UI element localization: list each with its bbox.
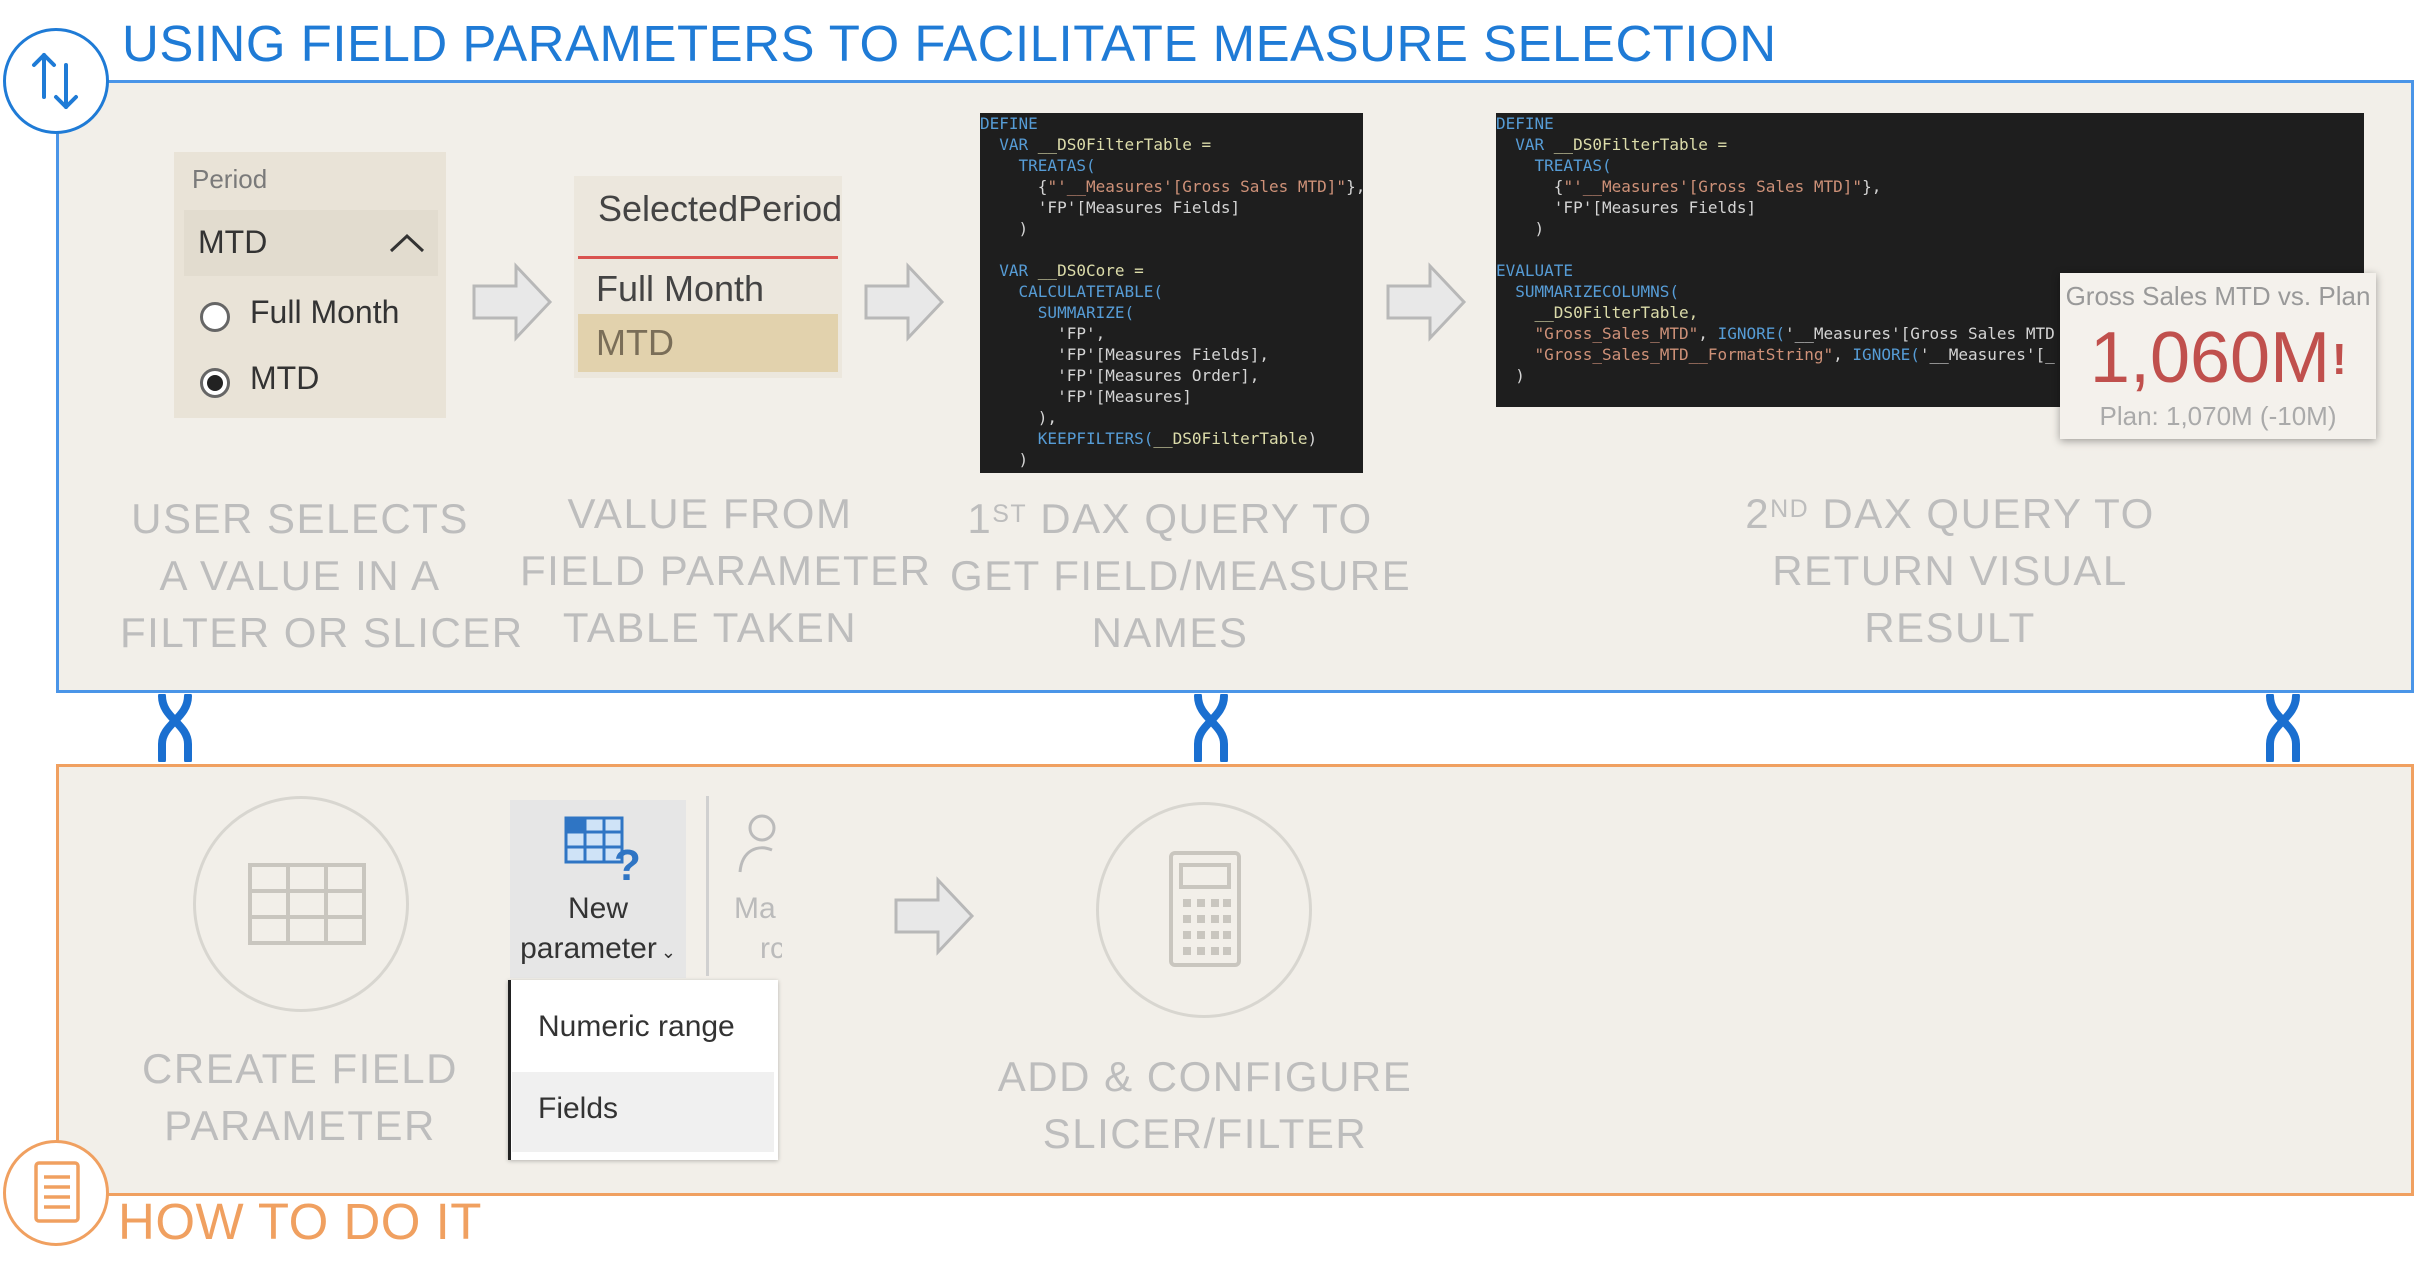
code-line: {"'__Measures'[Gross Sales MTD]"},: [980, 177, 1363, 196]
faded-label-1: Ma: [734, 892, 776, 925]
code-line: ): [1496, 366, 1525, 385]
arrow-right-icon: [894, 876, 975, 956]
header-underline: [578, 256, 838, 259]
code-line: ): [1496, 219, 1545, 238]
table-row: Full Month: [596, 268, 765, 309]
document-list-icon: [3, 1140, 109, 1246]
selected-row-highlight: [578, 314, 838, 372]
field-parameter-table: SelectedPeriod Full Month MTD: [574, 176, 842, 378]
calculator-icon: [1096, 802, 1312, 1018]
code-line: SUMMARIZE(: [980, 303, 1135, 322]
chevron-down-icon[interactable]: ⌄: [660, 942, 676, 962]
code-line: DEFINE: [980, 114, 1038, 133]
slicer-dropdown[interactable]: MTD: [184, 210, 438, 276]
parameter-table-icon: ?: [564, 816, 641, 884]
code-line: ),: [980, 408, 1058, 427]
ribbon-label-new: New: [567, 892, 628, 925]
arrow-right-icon: [1386, 262, 1467, 342]
code-line: ): [980, 450, 1029, 469]
code-line: VAR __DS0Core =: [980, 261, 1144, 280]
faded-ribbon-button[interactable]: Ma rc: [720, 800, 782, 978]
menu-item-fields[interactable]: Fields: [538, 1092, 619, 1125]
radio-mtd[interactable]: [200, 368, 230, 398]
section-title-how-to: HOW TO DO IT: [118, 1193, 482, 1250]
kpi-plan: Plan: 1,070M (-10M): [2099, 401, 2337, 431]
code-line: [1496, 239, 2364, 260]
radio-full-month[interactable]: [200, 302, 230, 332]
code-line: KEEPFILTERS(__DS0FilterTable): [980, 429, 1318, 448]
table-row-selected: MTD: [596, 322, 674, 363]
menu-edge: [508, 980, 511, 1160]
page-title: USING FIELD PARAMETERS TO FACILITATE MEA…: [122, 15, 1777, 72]
slicer-selected-value: MTD: [198, 224, 268, 260]
ribbon-separator: [706, 796, 709, 976]
menu-item-numeric-range[interactable]: Numeric range: [538, 1010, 735, 1043]
code-line: 'FP'[Measures Order],: [980, 366, 1260, 385]
code-line: DEFINE: [1496, 114, 1554, 133]
code-line: {"'__Measures'[Gross Sales MTD]"},: [1496, 177, 1882, 196]
code-line: __DS0FilterTable,: [1496, 303, 1699, 322]
faded-label-2: rc: [760, 932, 782, 965]
code-line: [980, 239, 1363, 260]
kpi-card: Gross Sales MTD vs. Plan 1,060M ! Plan: …: [2060, 273, 2376, 439]
code-line: 'FP',: [980, 324, 1106, 343]
code-line: 'FP'[Measures Fields],: [980, 345, 1269, 364]
arrow-right-icon: [864, 262, 945, 342]
kpi-alert: !: [2332, 335, 2347, 384]
slicer-title: Period: [192, 164, 268, 194]
code-line: VAR __DS0FilterTable =: [1496, 135, 1728, 154]
table-header: SelectedPeriod: [598, 188, 843, 229]
arrow-right-icon: [472, 262, 553, 342]
code-line: CALCULATETABLE(: [980, 282, 1164, 301]
menu-hover-highlight: [512, 1072, 774, 1152]
code-line: EVALUATE: [1496, 261, 1574, 280]
period-slicer[interactable]: Period MTD Full Month MTD: [174, 152, 446, 418]
slicer-option-mtd[interactable]: MTD: [250, 360, 320, 396]
chain-link-icon: [158, 694, 192, 762]
code-line: ): [980, 219, 1029, 238]
chevron-up-icon[interactable]: [388, 232, 426, 254]
person-icon: [738, 814, 776, 873]
code-line: 'FP'[Measures Fields]: [1496, 198, 1757, 217]
kpi-title: Gross Sales MTD vs. Plan: [2065, 281, 2371, 311]
code-line: 'FP'[Measures Fields]: [980, 198, 1241, 217]
kpi-value: 1,060M: [2089, 318, 2331, 398]
ribbon-label-parameter: parameter⌄: [520, 932, 676, 965]
code-line: "Gross_Sales_MTD", IGNORE('__Measures'[G…: [1496, 324, 2055, 343]
code-line: "Gross_Sales_MTD__FormatString", IGNORE(…: [1496, 345, 2055, 364]
chain-link-icon: [2266, 694, 2300, 762]
table-grid-icon: [193, 796, 409, 1012]
code-line: VAR __DS0FilterTable =: [980, 135, 1212, 154]
parameter-menu: Numeric range Fields: [508, 980, 778, 1160]
up-down-arrows-icon: [3, 28, 109, 134]
dax-query-1: DEFINE VAR __DS0FilterTable = TREATAS( {…: [980, 113, 1363, 473]
code-line: SUMMARIZECOLUMNS(: [1496, 282, 1680, 301]
code-line: 'FP'[Measures]: [980, 387, 1192, 406]
chain-link-icon: [1194, 694, 1228, 762]
svg-text:?: ?: [614, 841, 641, 884]
code-line: TREATAS(: [980, 156, 1096, 175]
code-line: TREATAS(: [1496, 156, 1612, 175]
new-parameter-button[interactable]: ? New parameter⌄: [510, 800, 686, 978]
slicer-option-full-month[interactable]: Full Month: [250, 294, 400, 330]
